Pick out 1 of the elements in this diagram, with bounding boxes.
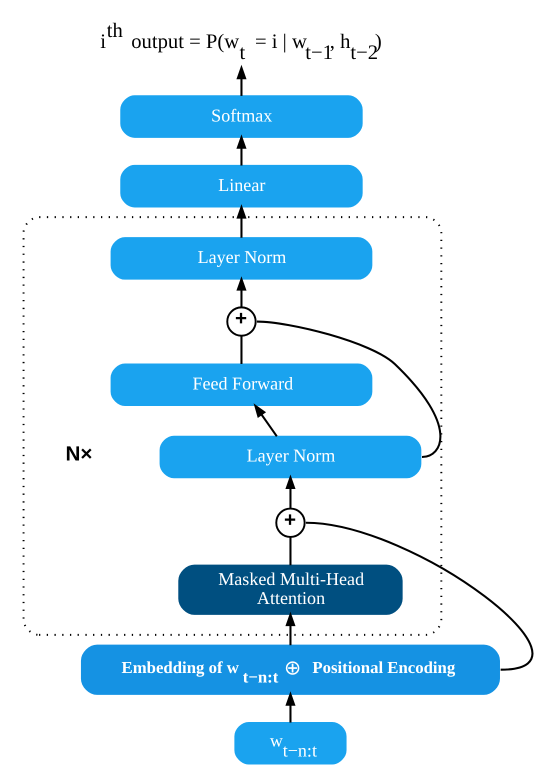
node-label: N×: [65, 442, 92, 466]
